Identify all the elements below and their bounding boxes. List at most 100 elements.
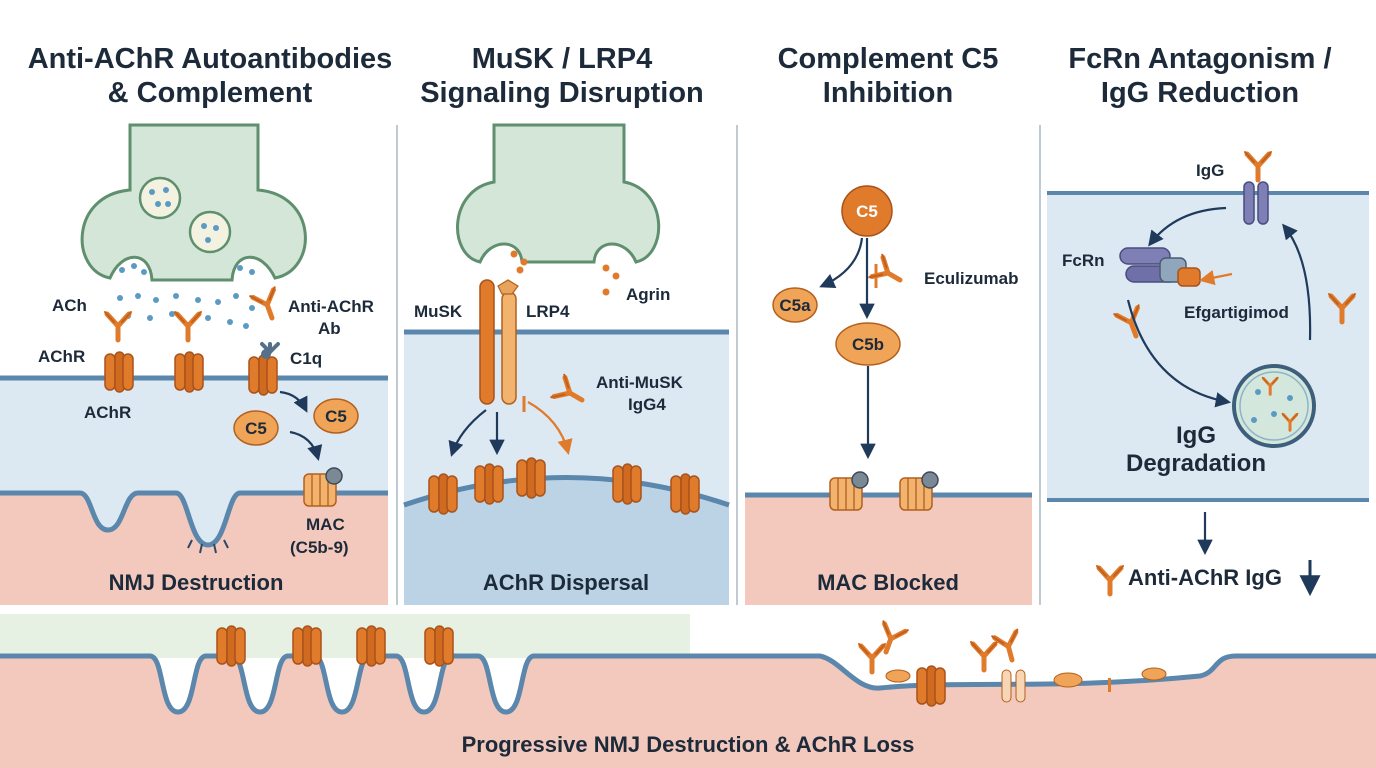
mac-complex-blocked [829,471,869,511]
achr-receptor [428,473,458,515]
panel-titles: Anti-AChR Autoantibodies & Complement Mu… [28,43,1332,109]
antibody-icon [859,644,885,672]
antibody-icon [971,642,997,670]
panel3-title-line2: Inhibition [823,77,953,109]
c5b-node [835,322,901,366]
complement-fragment [885,669,911,683]
muscle-fiber [745,495,1032,605]
muscle-fiber [0,493,388,605]
c5-node [313,398,359,434]
activation-arrow [279,390,308,413]
achr-receptor [248,354,278,396]
lrp4-receptor [501,291,517,405]
bottom-strip: Progressive NMJ Destruction & AChR Loss [0,614,1376,768]
anti-achr-ab-label-line1: Anti-AChR [288,297,374,316]
c5a-label: C5a [779,296,811,315]
c5-right-label: C5 [325,407,347,426]
panel3-title-line1: Complement C5 [778,43,999,75]
efgartigimod-label: Efgartigimod [1184,303,1289,322]
disrupted-signal-arrow [527,401,573,455]
recycling-arrow [1282,223,1312,341]
mac-complex-blocked [899,471,939,511]
postsynaptic-membrane [0,490,388,548]
mac-formation-arrow [289,430,323,461]
c5-label: C5 [856,202,878,221]
panel3: C5 Eculizumab C5a C5b MAC Blocked [745,185,1032,605]
mac-label-line1: MAC [306,515,345,534]
panel1-title-line1: Anti-AChR Autoantibodies [28,43,393,75]
c1q-icon [260,342,280,359]
fcrn-label: FcRn [1062,251,1105,270]
anti-musk-label-line2: IgG4 [628,395,666,414]
agrin-molecules [510,250,620,296]
panel4-title-line1: FcRn Antagonism / [1068,43,1331,75]
cell-interior [1047,193,1369,500]
achr-receptor [174,351,204,393]
bottom-caption: Progressive NMJ Destruction & AChR Loss [462,732,915,757]
panel4: IgG FcRn Efgartigimod IgG Degradation An… [1047,152,1369,594]
cleavage-arrow [819,237,864,289]
agrin-binding [497,279,519,295]
fcrn-complex [1119,247,1201,287]
achr-label-bottom: AChR [84,403,131,422]
mac-label-line2: (C5b-9) [290,538,349,557]
achr-receptor [216,625,246,667]
agrin-label: Agrin [626,285,670,304]
achr-receptor [104,351,134,393]
achr-receptor [474,463,504,505]
cycle-arrow [1148,206,1227,247]
achr-receptor [424,625,454,667]
nerve-terminal [456,123,660,264]
ach-label: ACh [52,296,87,315]
igg-antibody-icon [1245,152,1271,180]
damaged-receptor [1001,669,1026,703]
efgartigimod-arrow [1198,270,1233,286]
complement-fragment [1141,667,1167,681]
panel1-title-line2: & Complement [108,77,313,109]
achr-receptor [356,625,386,667]
c5a-node [772,287,818,323]
synaptic-cleft [0,614,690,658]
fcrn-receptor [1243,181,1269,225]
panel1: ACh AChR AChR Anti-AChR Ab C1q C5 C5 MAC… [0,123,388,605]
muscle-fiber [0,656,1376,768]
mac-complex [303,467,343,507]
antibody-icon [175,312,201,340]
panel2-caption: AChR Dispersal [483,570,649,595]
anti-musk-label-line1: Anti-MuSK [596,373,684,392]
achr-receptor [292,625,322,667]
panel1-caption: NMJ Destruction [109,570,284,595]
panel2-title-line2: Signaling Disruption [420,77,704,109]
c5-left-label: C5 [245,419,267,438]
lrp4-label: LRP4 [526,302,570,321]
panel3-caption: MAC Blocked [817,570,959,595]
antibody-icon [992,630,1024,664]
nerve-terminal [80,123,307,282]
achr-receptor [670,473,700,515]
panel4-title-line2: IgG Reduction [1101,77,1299,109]
anti-achr-igg-icon [1097,566,1123,594]
synaptic-vesicle [188,210,232,254]
degradation-label-line2: Degradation [1126,450,1266,477]
c5-node [233,410,279,446]
anti-achr-igg-label: Anti-AChR IgG [1128,565,1282,590]
degradation-label-line1: IgG [1176,422,1216,449]
lysosome [1232,364,1316,448]
anti-achr-ab-label-line2: Ab [318,319,341,338]
synaptic-vesicle [138,176,182,220]
achr-receptor [916,665,946,707]
muscle-fiber [404,477,729,605]
antibody-icon [105,312,131,340]
complement-fragment [1053,672,1083,688]
eculizumab-label: Eculizumab [924,269,1018,288]
degradation-arrow [1126,299,1232,408]
anti-achr-antibody-icon [250,287,284,322]
panel2: Agrin MuSK LRP4 Anti-MuSK IgG4 AChR Disp… [403,123,730,605]
c5-node [841,185,893,237]
musk-receptor [479,279,495,405]
c5b-label: C5b [852,335,884,354]
achr-label-top: AChR [38,347,85,366]
membrane-damage [187,539,229,554]
signal-arrow [448,409,487,457]
